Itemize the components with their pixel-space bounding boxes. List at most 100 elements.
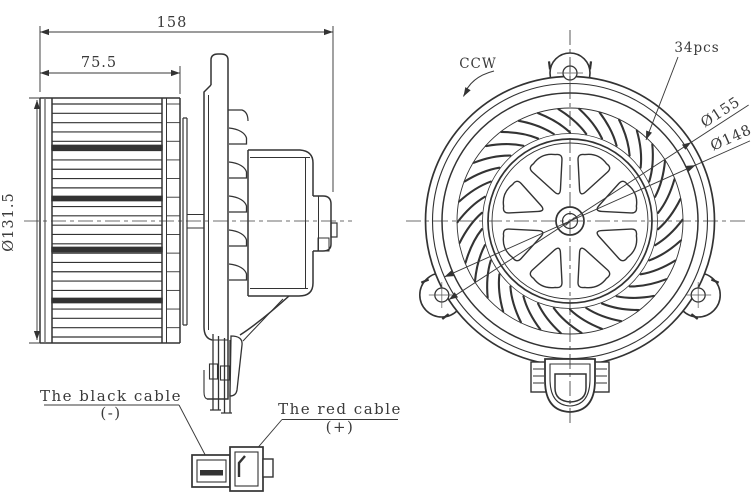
impeller-blade [536,112,572,134]
flange-right-profile [207,53,229,400]
ear-notch [441,313,450,320]
strut-lower [242,298,284,342]
impeller-blade [456,195,486,224]
impeller-blade [648,143,654,183]
connector-wing-left [530,361,547,393]
arrowhead [448,292,459,300]
bracket-wedge [229,335,243,397]
arrowhead [40,28,49,36]
impeller-blade [657,198,682,231]
dim-overall-length: 158 [157,15,188,31]
impeller-blade [552,306,583,334]
impeller-blade [585,306,623,323]
impeller-blade [635,129,643,169]
ear-notch [710,278,720,284]
cage-blade-stripes [51,103,180,338]
ear-notch [420,278,430,284]
bracket-clip [219,365,231,381]
cage-band [51,195,163,202]
bracket-bars [212,334,231,413]
impeller-blade [628,278,668,288]
arrowhead [646,130,652,140]
impeller-blade [486,259,492,299]
arrowhead [463,87,471,97]
dim-cage-length: 75.5 [81,55,117,71]
impeller-blade [618,118,631,157]
impeller-blade [472,154,512,164]
spoke-opening [502,180,544,214]
dim-1315-ticks [29,97,46,344]
motor-shaft-lines [187,213,204,229]
spoke-opening [502,228,544,262]
red-terminal [237,455,246,477]
side-view [39,53,338,414]
arrowhead [681,142,692,150]
mounting-flange [203,53,249,400]
impeller-blade [464,228,483,264]
body-endcap [313,195,332,252]
ccw-arrow-arc [462,70,495,97]
cooling-fin [228,161,248,179]
black-cable-label: The black cable [40,387,182,405]
endcap-step [317,237,330,252]
motor-body [247,149,338,297]
flange-ledge [203,339,228,400]
cage-band [51,144,163,151]
fan-cage [39,97,204,344]
arrowhead [33,100,41,109]
endcap-nub [330,222,338,238]
red-cable-polarity: (+) [326,418,355,436]
ear-notch [588,61,593,70]
cooling-fin [228,195,248,213]
body-top [248,149,314,196]
body-bottom [248,251,314,297]
connector-plug-detail [191,446,274,492]
impeller-blade [517,119,555,136]
spoke-opening [596,228,638,262]
flange-left-profile [203,84,213,341]
bracket-clip [208,363,219,380]
impeller-blade [463,166,501,183]
arrowhead [33,331,41,340]
black-terminal [200,470,223,476]
red-cable-label: The red cable [278,400,402,418]
impeller-blade [578,107,604,140]
spoke-opening [529,153,563,195]
lower-bracket [208,295,290,414]
cooling-fin [228,127,248,145]
ear-hole-crosshair [428,282,455,308]
centerlines [24,30,746,426]
plug-tab [262,458,274,478]
connector-wing-ribs [533,368,607,384]
dimension-arrowheads [33,28,696,466]
connector-window [554,373,587,403]
cooling-fins [228,127,248,281]
strut-upper [239,295,290,336]
cage-endplate-line [44,98,167,343]
cage-hub-band [182,117,188,326]
connector-body-inner [549,363,591,407]
wheel-spoke-openings [502,153,638,289]
impeller-blade [639,259,677,276]
arrowhead [444,270,454,277]
dim-cage-diameter: Ø131.5 [1,192,17,251]
impeller-blade [657,178,676,214]
impeller-blade [568,308,604,330]
cage-band [51,246,163,253]
plug-inner-right [234,451,259,487]
impeller-blade [458,211,483,244]
ear-notch [547,61,552,70]
plug-inner-left [196,459,227,483]
cage-outline [39,97,181,344]
cooling-fin [228,229,248,247]
body-inner-lines [250,157,319,289]
diameter-leader [448,104,749,301]
impeller-blade [500,130,540,140]
arrowhead [324,28,333,36]
impeller-blades [456,107,684,335]
diameter-leader-lines [444,104,751,301]
spoke-opening [577,247,611,289]
arrowhead [686,165,696,172]
